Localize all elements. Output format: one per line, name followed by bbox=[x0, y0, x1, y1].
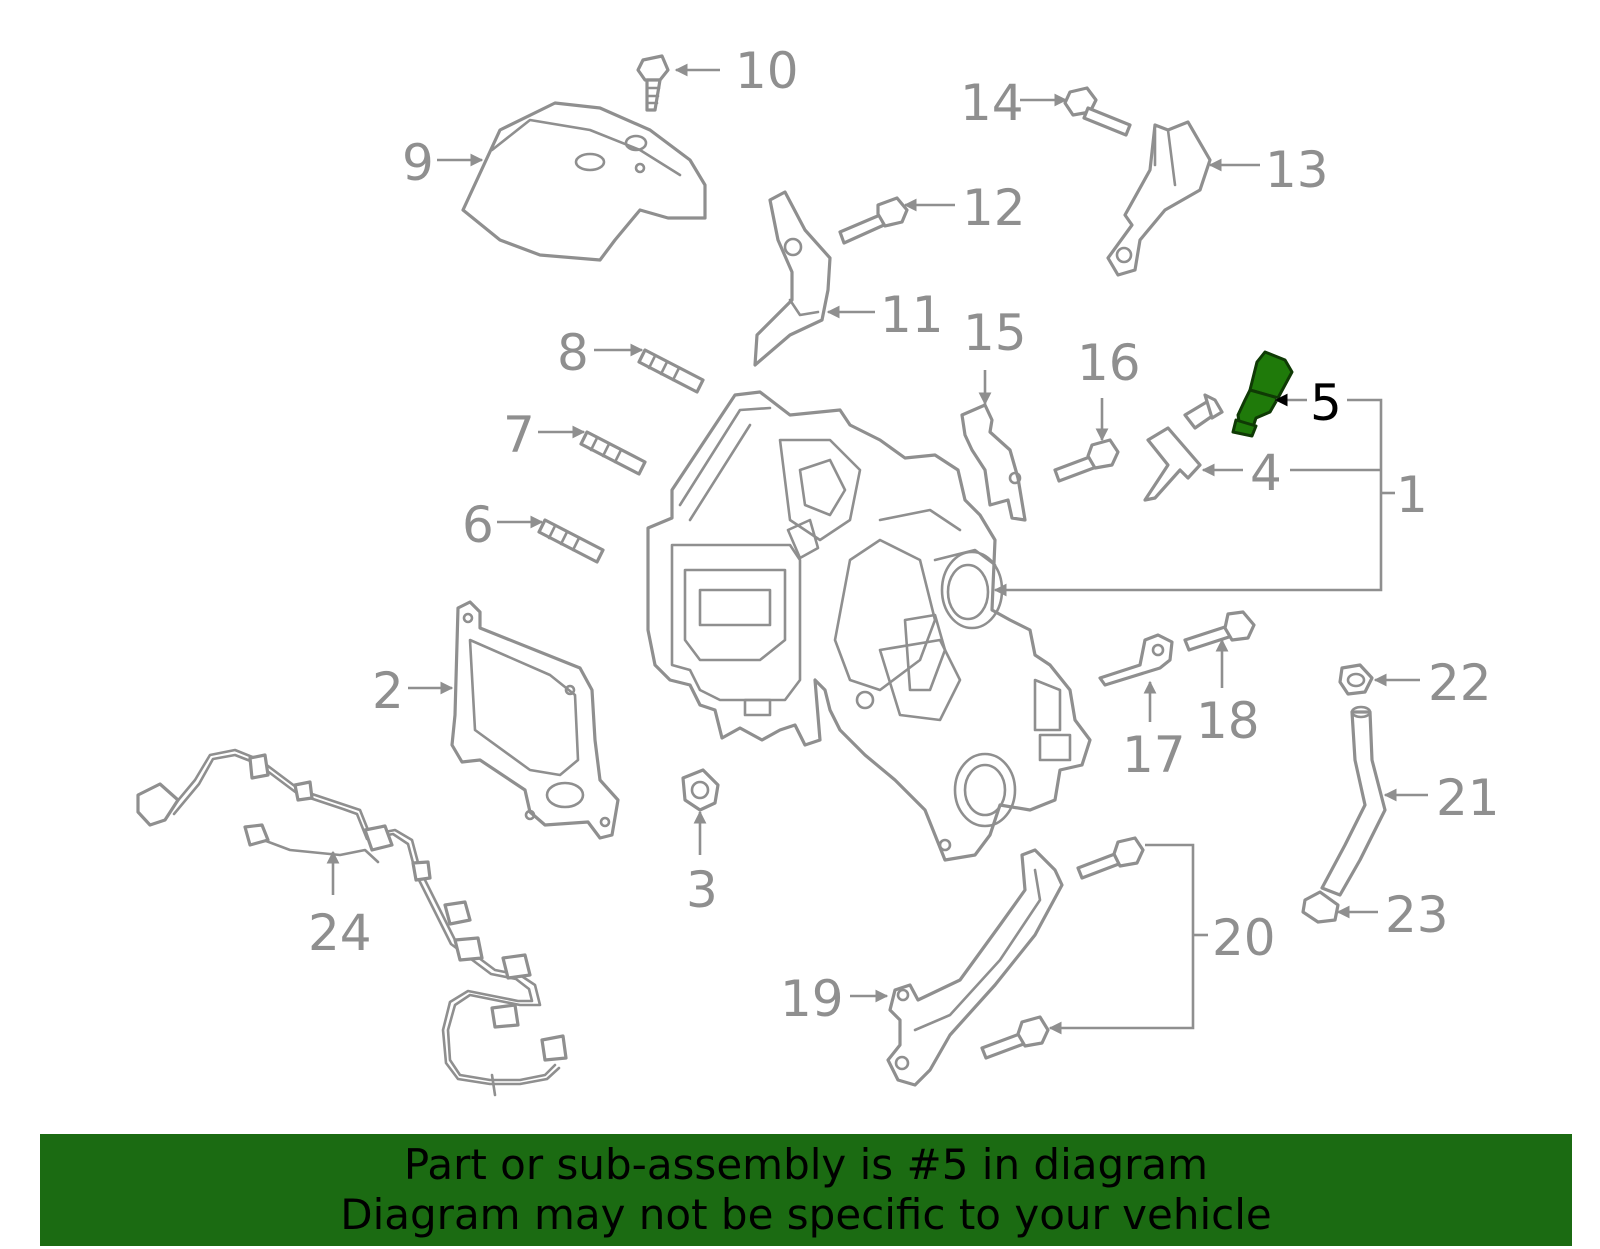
part-6-stud[interactable] bbox=[537, 518, 605, 564]
part-20-bolt-upper[interactable] bbox=[1076, 836, 1145, 880]
callout-17: 17 bbox=[1122, 726, 1186, 784]
part-19-brace[interactable] bbox=[886, 848, 1064, 1087]
banner-line-part-number: Part or sub-assembly is #5 in diagram bbox=[403, 1140, 1209, 1189]
callout-24: 24 bbox=[308, 904, 372, 962]
part-11-bracket[interactable] bbox=[753, 190, 832, 367]
callout-4: 4 bbox=[1250, 444, 1282, 502]
part-24-wiring-harness[interactable] bbox=[136, 748, 568, 1097]
leader-20 bbox=[1048, 843, 1195, 1035]
part-8-stud[interactable] bbox=[637, 348, 705, 394]
part-9-heat-shield[interactable] bbox=[461, 101, 707, 262]
callout-10: 10 bbox=[735, 42, 799, 100]
callout-18: 18 bbox=[1196, 692, 1260, 750]
callout-13: 13 bbox=[1265, 141, 1329, 199]
callout-9: 9 bbox=[402, 134, 434, 192]
callout-11: 11 bbox=[880, 286, 944, 344]
callout-8: 8 bbox=[557, 324, 589, 382]
callout-2: 2 bbox=[372, 662, 404, 720]
part-5-sensor-highlighted[interactable] bbox=[1231, 350, 1294, 438]
callout-20: 20 bbox=[1212, 909, 1276, 967]
part-10-bolt[interactable] bbox=[636, 54, 670, 112]
callout-19: 19 bbox=[780, 970, 844, 1028]
part-14-bolt[interactable] bbox=[1063, 86, 1132, 137]
callout-6: 6 bbox=[462, 496, 494, 554]
part-4-sensor[interactable] bbox=[1143, 393, 1224, 502]
callout-5: 5 bbox=[1310, 374, 1342, 432]
callout-15: 15 bbox=[963, 304, 1027, 362]
part-17-bracket[interactable] bbox=[1098, 633, 1174, 687]
part-13-bracket[interactable] bbox=[1106, 120, 1212, 277]
part-23-clamp[interactable] bbox=[1301, 890, 1340, 924]
callout-3: 3 bbox=[686, 861, 718, 919]
callout-1: 1 bbox=[1396, 466, 1428, 524]
callout-21: 21 bbox=[1436, 769, 1500, 827]
part-2-gasket[interactable] bbox=[450, 600, 620, 840]
part-22-clamp[interactable] bbox=[1338, 663, 1374, 696]
callout-12: 12 bbox=[962, 179, 1026, 237]
part-18-bolt[interactable] bbox=[1183, 610, 1256, 652]
part-1-turbocharger-assembly[interactable] bbox=[646, 390, 1092, 862]
leader-lines bbox=[326, 63, 1428, 1035]
leader-1 bbox=[993, 398, 1383, 597]
callout-labels: 10 9 12 14 13 11 8 7 6 15 16 5 4 1 2 3 1… bbox=[308, 42, 1500, 1028]
info-banner: Part or sub-assembly is #5 in diagram Di… bbox=[40, 1134, 1572, 1246]
callout-16: 16 bbox=[1077, 334, 1141, 392]
part-3-nut[interactable] bbox=[681, 768, 720, 812]
callout-22: 22 bbox=[1428, 654, 1492, 712]
callout-7: 7 bbox=[503, 406, 535, 464]
callout-23: 23 bbox=[1385, 886, 1449, 944]
part-16-bolt[interactable] bbox=[1053, 438, 1120, 483]
part-15-bracket[interactable] bbox=[960, 403, 1027, 522]
callout-14: 14 bbox=[960, 74, 1024, 132]
parts-diagram: 10 9 12 14 13 11 8 7 6 15 16 5 4 1 2 3 1… bbox=[136, 42, 1500, 1097]
part-7-stud[interactable] bbox=[579, 430, 647, 476]
part-12-bolt[interactable] bbox=[838, 196, 909, 245]
part-21-hose[interactable] bbox=[1320, 705, 1387, 897]
banner-line-disclaimer: Diagram may not be specific to your vehi… bbox=[340, 1190, 1272, 1239]
part-20-bolt-lower[interactable] bbox=[980, 1015, 1050, 1060]
